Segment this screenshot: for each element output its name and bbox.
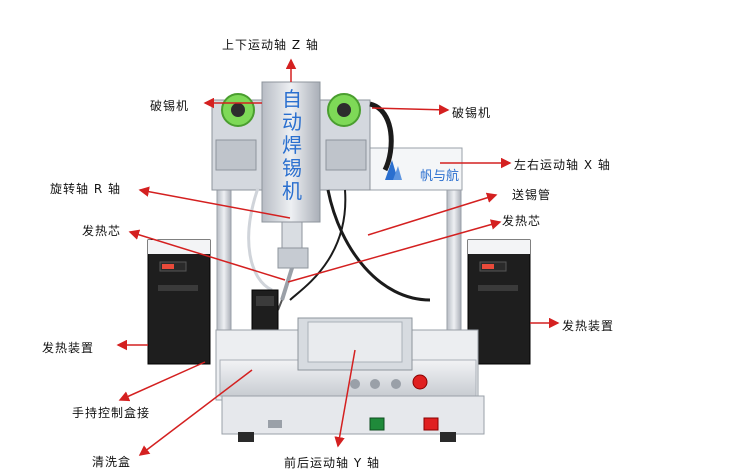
arrow-tin-tube bbox=[367, 192, 498, 236]
arrow-heat-core-left bbox=[128, 229, 286, 281]
column-char-5: 机 bbox=[282, 179, 302, 203]
arrow-cleaning-box bbox=[138, 369, 253, 456]
arrow-r-axis bbox=[138, 186, 291, 219]
brand-text: 帆与航 bbox=[420, 168, 459, 184]
cables bbox=[247, 187, 431, 302]
label-r-axis: 旋转轴 R 轴 bbox=[50, 182, 121, 196]
heater-left bbox=[147, 239, 211, 365]
label-y-axis: 前后运动轴 Y 轴 bbox=[284, 456, 380, 470]
column-char-4: 锡 bbox=[282, 156, 302, 180]
label-heater-right: 发热装置 bbox=[562, 319, 615, 333]
cleaning-box bbox=[251, 289, 279, 354]
arrow-tin-breaker-right bbox=[371, 104, 450, 116]
z-axis-column bbox=[261, 81, 321, 223]
base-buttons bbox=[268, 374, 439, 431]
callout-arrows bbox=[116, 58, 560, 456]
soldering-head bbox=[277, 221, 309, 311]
arrow-heat-core-right bbox=[287, 219, 502, 283]
machine-column-title: 自 动 焊 锡 机 bbox=[280, 88, 304, 203]
x-axis-beam: 帆与航 bbox=[369, 147, 463, 191]
label-handheld-box: 手持控制盒接 bbox=[72, 406, 151, 420]
column-char-1: 自 bbox=[282, 87, 302, 111]
arrow-y-axis bbox=[334, 349, 356, 448]
label-tin-tube: 送锡管 bbox=[512, 188, 552, 202]
tin-breaker-right bbox=[319, 93, 394, 191]
label-tin-breaker-left: 破锡机 bbox=[150, 99, 190, 113]
tin-breaker-left bbox=[211, 93, 263, 191]
label-z-axis: 上下运动轴 Z 轴 bbox=[222, 38, 319, 52]
column-char-2: 动 bbox=[282, 110, 302, 134]
label-cleaning-box: 清洗盒 bbox=[92, 455, 132, 469]
label-tin-breaker-right: 破锡机 bbox=[452, 106, 492, 120]
y-axis-platform bbox=[297, 317, 413, 371]
label-heater-left: 发热装置 bbox=[42, 341, 95, 355]
label-heat-core-left: 发热芯 bbox=[82, 224, 122, 238]
column-char-3: 焊 bbox=[282, 133, 302, 157]
label-x-axis: 左右运动轴 X 轴 bbox=[514, 158, 611, 172]
arrow-handheld-box bbox=[118, 361, 206, 402]
label-heat-core-right: 发热芯 bbox=[502, 214, 542, 228]
